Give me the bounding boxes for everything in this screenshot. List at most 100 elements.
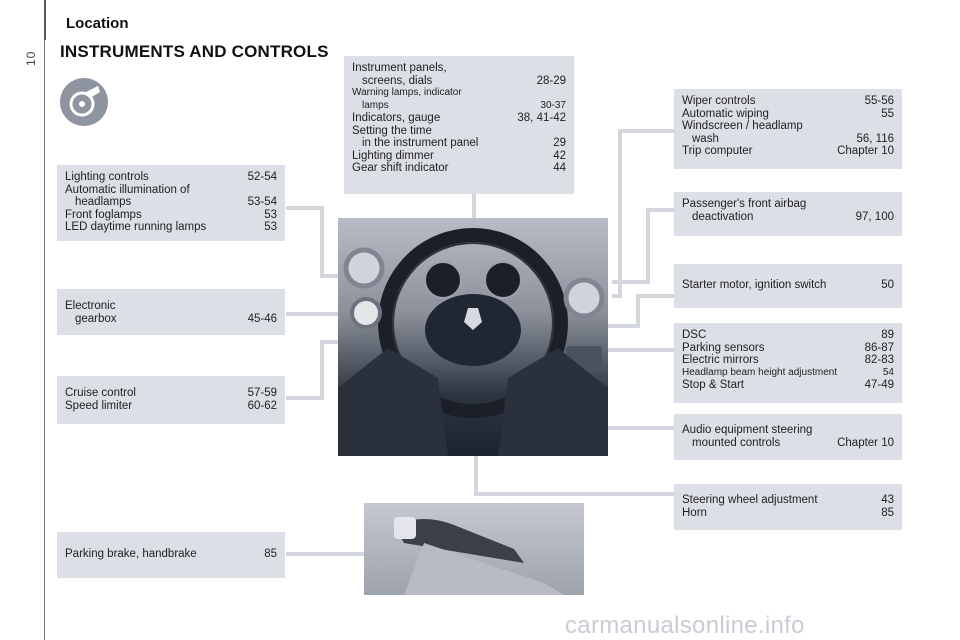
entry-page-ref	[271, 300, 277, 313]
entry-row: DSC 89	[682, 329, 894, 342]
entry-row: Audio equipment steering	[682, 424, 894, 437]
entry-label: Automatic illumination of	[65, 183, 190, 196]
entry-label: Passenger's front airbag	[682, 198, 807, 210]
entry-label: Windscreen / headlamp	[682, 120, 803, 132]
entry-label: deactivation	[692, 210, 754, 223]
entry-page-ref: 30-37	[540, 99, 566, 111]
entry-label: lamps	[362, 99, 389, 111]
starter-box: Starter motor, ignition switch 50	[674, 264, 902, 308]
entry-page-ref	[271, 184, 277, 197]
entry-label: Electric mirrors	[682, 354, 759, 366]
entry-page-ref: 28-29	[536, 74, 566, 87]
entry-page-ref: 29	[553, 137, 566, 149]
entry-label: Parking brake, handbrake	[65, 548, 197, 560]
entry-row: Parking brake, handbrake 85	[65, 548, 277, 561]
entry-page-ref	[888, 198, 894, 211]
entry-label: Front foglamps	[65, 208, 142, 221]
entry-page-ref: Chapter 10	[837, 436, 894, 449]
entry-page-ref: 52-54	[247, 171, 277, 183]
entry-label: in the instrument panel	[362, 137, 479, 149]
entry-label: Indicators, gauge	[352, 112, 441, 124]
entry-row: Front foglamps 53	[65, 209, 277, 222]
entry-label: mounted controls	[692, 436, 781, 449]
entry-row: Steering wheel adjustment 43	[682, 494, 894, 507]
entry-label: Parking sensors	[682, 341, 765, 354]
entry-row: Setting the time	[352, 125, 566, 138]
entry-row: Electronic	[65, 300, 277, 313]
entry-page-ref: 43	[881, 494, 894, 506]
entry-page-ref	[888, 424, 894, 437]
page-title: INSTRUMENTS AND CONTROLS	[60, 42, 329, 61]
entry-label: headlamps	[75, 196, 132, 208]
entry-label: wash	[692, 132, 719, 145]
entry-row: Speed limiter 60-62	[65, 400, 277, 413]
entry-label: Setting the time	[352, 124, 432, 137]
entry-row: Windscreen / headlamp	[682, 120, 894, 133]
entry-row: wash 56, 116	[682, 133, 894, 146]
entry-page-ref: 56, 116	[856, 132, 894, 145]
entry-label: Horn	[682, 506, 707, 519]
entry-page-ref: 82-83	[864, 354, 894, 366]
entry-page-ref: 53-54	[247, 196, 277, 208]
entry-page-ref: 45-46	[247, 312, 277, 325]
entry-page-ref	[560, 87, 566, 100]
entry-label: Steering wheel adjustment	[682, 494, 818, 506]
entry-page-ref: Chapter 10	[837, 145, 894, 157]
parking-brake-box: Parking brake, handbrake 85	[57, 532, 285, 578]
entry-page-ref: 89	[881, 329, 894, 341]
entry-label: LED daytime running lamps	[65, 221, 207, 233]
entry-page-ref: 55	[881, 107, 894, 120]
entry-page-ref: 60-62	[247, 399, 277, 412]
entry-page-ref: 85	[264, 548, 277, 560]
entry-page-ref	[560, 62, 566, 75]
entry-label: Speed limiter	[65, 399, 133, 412]
section-title: Location	[66, 15, 129, 32]
entry-row: Automatic illumination of	[65, 184, 277, 197]
entry-page-ref: 97, 100	[855, 210, 894, 223]
watermark: carmanualsonline.info	[565, 612, 805, 639]
entry-label: Headlamp beam height adjustment	[682, 366, 838, 378]
entry-page-ref: 38, 41-42	[517, 112, 566, 124]
steering-wheel-icon	[60, 78, 108, 126]
entry-label: Gear shift indicator	[352, 162, 449, 174]
entry-page-ref: 57-59	[247, 387, 277, 399]
entry-label: Trip computer	[682, 145, 753, 157]
entry-label: Electronic	[65, 300, 116, 312]
entry-row: lamps 30-37	[352, 100, 566, 113]
entry-row: Indicators, gauge 38, 41-42	[352, 112, 566, 125]
entry-row: deactivation 97, 100	[682, 211, 894, 224]
dashboard-photo	[338, 218, 608, 456]
entry-row: Warning lamps, indicator	[352, 87, 566, 100]
entry-label: Wiper controls	[682, 95, 756, 107]
entry-row: Parking sensors 86-87	[682, 342, 894, 355]
entry-label: Cruise control	[65, 387, 136, 399]
entry-label: Starter motor, ignition switch	[682, 279, 827, 291]
entry-row: Automatic wiping 55	[682, 108, 894, 121]
entry-row: in the instrument panel 29	[352, 137, 566, 150]
entry-page-ref: 50	[881, 279, 894, 291]
entry-page-ref: 53	[264, 208, 277, 221]
entry-page-ref	[888, 120, 894, 133]
handbrake-photo	[364, 503, 584, 595]
entry-page-ref: 86-87	[864, 341, 894, 354]
entry-label: Automatic wiping	[682, 107, 769, 120]
entry-label: Instrument panels,	[352, 62, 447, 74]
margin-line-accent	[44, 0, 46, 40]
entry-label: Stop & Start	[682, 379, 745, 391]
entry-page-ref	[560, 125, 566, 138]
entry-row: headlamps 53-54	[65, 196, 277, 209]
entry-label: DSC	[682, 329, 707, 341]
